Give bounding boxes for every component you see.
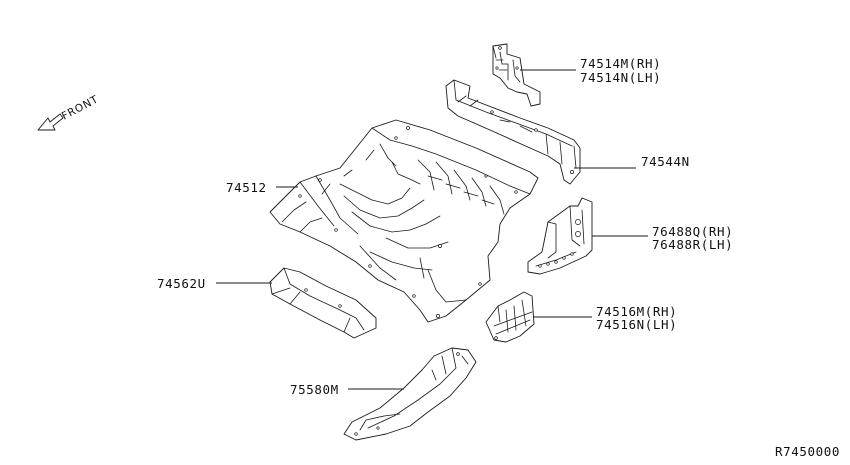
leader-lines bbox=[216, 69, 648, 390]
part-74512-drawing bbox=[269, 119, 539, 323]
part-74516-drawing bbox=[485, 291, 535, 343]
callout-74514-lh: 74514N(LH) bbox=[580, 70, 661, 85]
diagram-id: R7450000 bbox=[775, 444, 840, 459]
callout-74544N: 74544N bbox=[641, 154, 690, 169]
part-74514-drawing bbox=[492, 43, 541, 107]
callout-76488-lh: 76488R(LH) bbox=[652, 237, 733, 252]
front-arrow-icon bbox=[37, 113, 64, 131]
part-76488-drawing bbox=[527, 197, 593, 275]
callout-74514-rh: 74514M(RH) bbox=[580, 56, 661, 71]
callout-75580M: 75580M bbox=[290, 382, 339, 397]
callout-74516-lh: 74516N(LH) bbox=[596, 317, 677, 332]
part-74562U-drawing bbox=[269, 267, 377, 339]
callout-74512: 74512 bbox=[226, 180, 267, 195]
part-74544N-drawing bbox=[445, 79, 581, 185]
callout-74562U: 74562U bbox=[157, 276, 206, 291]
callout-labels: 74514M(RH) 74514N(LH) 74544N 74512 76488… bbox=[157, 56, 840, 459]
part-75580M-drawing bbox=[343, 347, 477, 441]
front-label: FRONT bbox=[60, 93, 101, 122]
callout-74516-rh: 74516M(RH) bbox=[596, 304, 677, 319]
front-indicator: FRONT bbox=[37, 93, 101, 131]
callout-76488-rh: 76488Q(RH) bbox=[652, 224, 733, 239]
